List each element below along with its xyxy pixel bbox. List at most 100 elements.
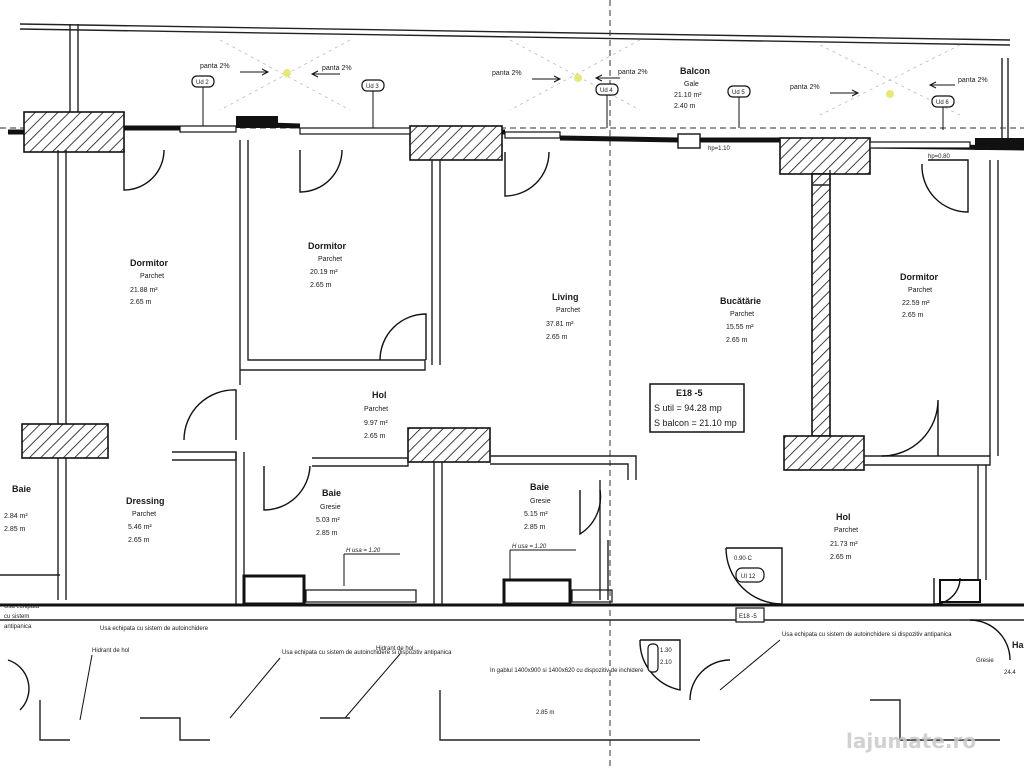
wall-hol <box>172 451 237 461</box>
room-area: 20.19 m² <box>310 269 338 276</box>
door-swing <box>725 547 783 605</box>
balcony-area-total: S balcon = 21.10 mp <box>654 418 737 428</box>
slope-arrow-icon <box>240 68 270 76</box>
svg-text:Ud 2: Ud 2 <box>196 80 209 86</box>
room-area: 5.03 m² <box>316 517 340 524</box>
column <box>23 111 125 153</box>
svg-text:UI 12: UI 12 <box>741 574 756 580</box>
door-height-note: H usa = 1.20 <box>512 544 547 550</box>
door-swing <box>579 489 602 536</box>
drain-tag: Ud 3 <box>361 79 385 128</box>
note: Hidrant de hol <box>376 646 413 652</box>
room-name: Hol <box>836 512 851 522</box>
watermark: lajumate.ro <box>846 729 976 753</box>
svg-text:Ud 5: Ud 5 <box>732 90 745 96</box>
slope-line <box>819 44 961 116</box>
shower-tray <box>502 578 572 606</box>
room-height: 2.85 m <box>4 526 26 533</box>
slope-label: panta 2% <box>958 77 988 84</box>
room-height: 2.85 m <box>524 524 546 531</box>
note: antipanica <box>4 624 32 630</box>
room-name: Dormitor <box>130 258 168 268</box>
column <box>21 423 109 459</box>
room-bucatarie: Bucătărie Parchet 15.55 m² 2.65 m <box>720 296 761 344</box>
room-hol-right: Hol Parchet 21.73 m² 2.65 m <box>830 512 858 561</box>
svg-text:Ud 6: Ud 6 <box>936 100 949 106</box>
dimension-label: 2.10 <box>660 660 672 666</box>
door-swing <box>183 389 237 441</box>
room-hol-mid: Hol Parchet 9.97 m² 2.65 m <box>364 390 388 440</box>
door-swing <box>881 399 939 457</box>
note-leader <box>719 639 781 691</box>
svg-text:Ud 3: Ud 3 <box>366 84 379 90</box>
room-floor: Parchet <box>730 311 754 318</box>
room-baie-1: Baie Gresie 5.03 m² 2.85 m H usa = 1.20 <box>316 488 400 586</box>
room-floor: Parchet <box>132 511 156 518</box>
room-area: 9.97 m² <box>364 420 388 427</box>
door-size-label: 0.90·C <box>734 556 753 562</box>
room-height: 2.65 m <box>310 282 332 289</box>
note-leader <box>509 549 576 580</box>
note-leader <box>343 553 400 586</box>
column <box>783 435 865 471</box>
room-height: 2.65 m <box>546 334 568 341</box>
door-swing <box>379 313 427 361</box>
door-swing <box>504 151 550 197</box>
room-height: 2.65 m <box>128 537 150 544</box>
doors <box>7 149 1011 711</box>
column <box>407 427 491 463</box>
wall-stub <box>812 170 831 186</box>
balcony-outer-line <box>19 23 1011 41</box>
room-height: 2.65 m <box>830 554 852 561</box>
room-area: 5.15 m² <box>524 511 548 518</box>
room-name: Dressing <box>126 496 165 506</box>
room-area: 21.88 m² <box>130 287 158 294</box>
door-swing <box>689 659 731 701</box>
room-name: Dormitor <box>900 272 938 282</box>
note: Usa echipata <box>4 604 40 610</box>
unit-summary-box: E18 -5 S util = 94.28 mp S balcon = 21.1… <box>649 383 745 433</box>
entrance-tags: 0.90·C UI 12 E18 -5 1.30 2.10 <box>647 556 765 673</box>
unit-box-frame <box>649 383 745 433</box>
wall-stub <box>975 138 1024 150</box>
drain-point-icon <box>886 90 894 98</box>
balcony-area: 21.10 m² <box>674 92 702 99</box>
drain-tag: Ud 2 <box>191 75 215 128</box>
room-height: 2.65 m <box>902 312 924 319</box>
slope-label: panta 2% <box>492 70 522 77</box>
unit-id: E18 -5 <box>676 388 703 398</box>
room-name: Dormitor <box>308 241 346 251</box>
sill-height-label: hp=1.10 <box>708 146 731 152</box>
svg-text:Ud 4: Ud 4 <box>600 88 613 94</box>
window <box>677 133 701 149</box>
drain-tag: Ud 5 <box>727 85 751 128</box>
facade-wall <box>8 111 1024 175</box>
wall-living-left <box>431 160 441 365</box>
bath-edge <box>305 589 417 603</box>
wall-hol-right <box>864 455 991 466</box>
edge-labels: Usa echipata cu sistem antipanica Ha Gre… <box>4 604 1024 676</box>
room-dressing: Dressing Parchet 5.46 m² 2.65 m <box>126 496 165 544</box>
usable-area: S util = 94.28 mp <box>654 403 722 413</box>
slope-label: panta 2% <box>618 69 648 76</box>
balcony-parapet-line <box>19 28 456 37</box>
slope-arrow-icon <box>830 89 860 97</box>
door-height-note: H usa = 1.20 <box>346 548 381 554</box>
room-area: 24.4 <box>1004 670 1016 676</box>
room-name: Baie <box>12 484 31 494</box>
interior-walls <box>0 140 1024 621</box>
door-swing <box>263 465 311 511</box>
window <box>179 125 237 133</box>
room-dormitor-mid: Dormitor Parchet 20.19 m² 2.65 m <box>308 241 346 289</box>
room-baie-far-left: Baie 2.84 m² 2.85 m <box>4 484 31 533</box>
note: Usa echipata cu sistem de autoinchidere <box>100 626 209 632</box>
room-area: 5.46 m² <box>128 524 152 531</box>
drain-point-icon <box>283 69 291 77</box>
dimension-label: 1.30 <box>660 648 672 654</box>
svg-text:E18 -5: E18 -5 <box>739 614 757 620</box>
room-living: Living Parchet 37.81 m² 2.65 m <box>546 292 580 341</box>
balcony-floor: Gale <box>684 81 699 88</box>
room-name: Hol <box>372 390 387 400</box>
note-leader <box>344 653 401 719</box>
